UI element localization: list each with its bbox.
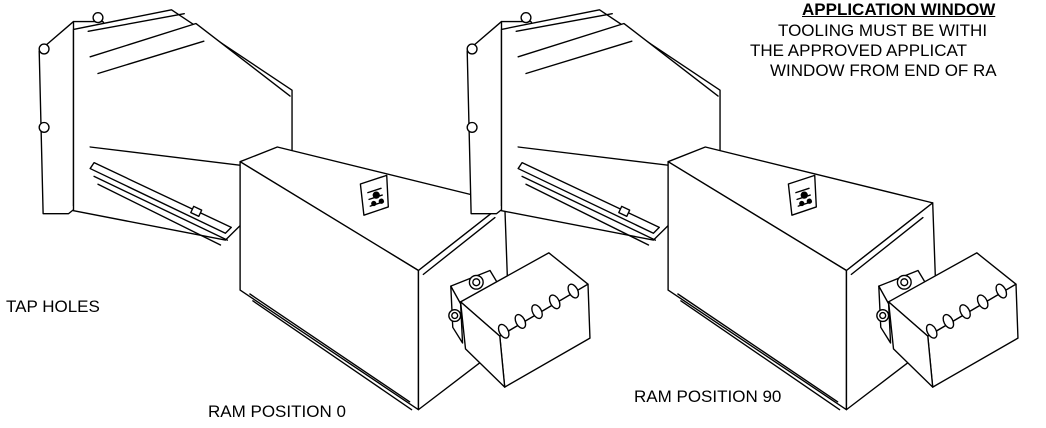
ram-position-90-label: RAM POSITION 90	[634, 387, 782, 406]
application-window-line-2: THE APPROVED APPLICAT	[750, 41, 967, 60]
application-window-line-3: WINDOW FROM END OF RA	[770, 61, 997, 80]
tap-holes-label: TAP HOLES	[6, 297, 100, 316]
application-window-line-1: TOOLING MUST BE WITHI	[778, 21, 988, 40]
ram-position-0-label: RAM POSITION 0	[208, 402, 346, 421]
application-window-title: APPLICATION WINDOW	[802, 0, 996, 19]
